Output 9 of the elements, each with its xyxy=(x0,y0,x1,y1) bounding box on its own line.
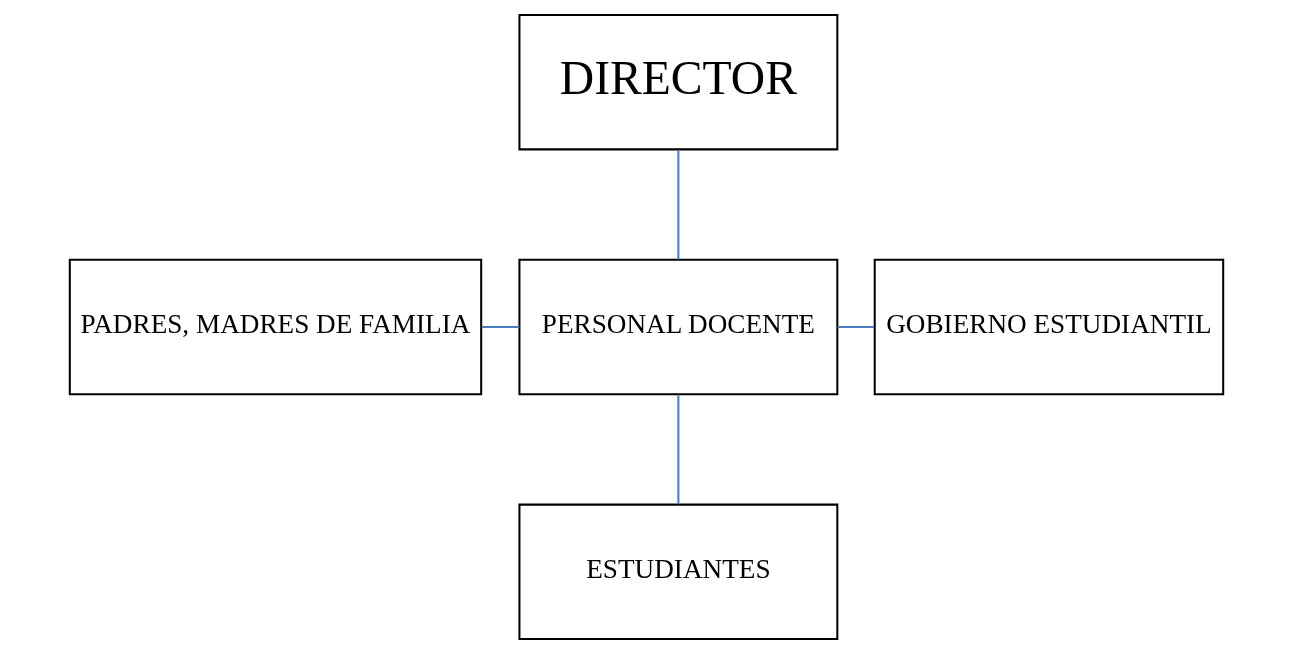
node-box: DIRECTOR xyxy=(517,14,838,151)
node-box: GOBIERNO ESTUDIANTIL xyxy=(873,258,1224,396)
node-box: PERSONAL DOCENTE xyxy=(517,258,838,396)
connector xyxy=(676,149,679,260)
node-box: PADRES, MADRES DE FAMILIA xyxy=(68,258,482,396)
connector xyxy=(676,394,679,505)
connector xyxy=(837,326,874,328)
node-box: ESTUDIANTES xyxy=(517,503,838,640)
connector xyxy=(481,326,519,328)
